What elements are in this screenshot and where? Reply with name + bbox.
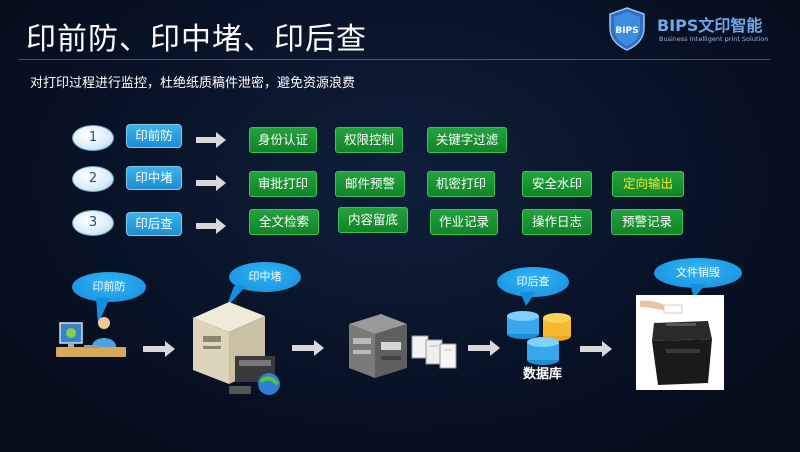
feature-operation-log: 操作日志 [522,209,592,235]
bips-logo: BIPS BIPS文印智能 Business Intelligent print… [607,6,787,52]
paper-stack-icon [411,335,457,369]
logo-name: BIPS文印智能 [657,16,763,35]
page-title: 印前防、印中堵、印后查 [26,22,367,57]
right-arrow-icon [196,132,226,148]
bubble-tail [520,292,536,306]
feature-email-alert: 邮件预警 [335,171,405,197]
bubble-tail [226,286,246,308]
shredder-panel [636,295,724,390]
database-icon [507,311,571,365]
bubble-tail [690,284,706,298]
user-workstation-icon [56,317,126,357]
category-in-print: 印中堵 [126,166,182,190]
subtitle: 对打印过程进行监控，杜绝纸质稿件泄密，避免资源浪费 [30,76,356,91]
row-number-3: 3 [72,210,114,236]
category-pre-print: 印前防 [126,124,182,148]
right-arrow-icon [196,218,226,234]
logo-shield-text: BIPS [615,26,638,36]
right-arrow-icon [196,175,226,191]
bubble-pre-print: 印前防 [72,272,146,302]
row-number-1: 1 [72,125,114,151]
logo-tagline: Business Intelligent print Solution [659,35,769,43]
feature-alert-record: 预警记录 [611,209,683,235]
feature-keyword-filter: 关键字过滤 [427,127,507,153]
bubble-tail [96,298,110,324]
flow-arrow-icon [143,341,175,357]
bubble-file-destroy: 文件销毁 [654,258,742,288]
feature-directed-output: 定向输出 [612,171,684,197]
database-label: 数据库 [523,367,563,382]
flow-arrow-icon [468,340,500,356]
feature-content-archive: 内容留底 [338,207,408,233]
shield-logo-icon: BIPS [609,7,645,51]
feature-job-record: 作业记录 [430,209,498,235]
printer-icon [349,314,407,378]
flow-arrow-icon [580,341,612,357]
row-number-2: 2 [72,166,114,192]
server-icon [193,302,280,395]
feature-approval-print: 审批打印 [249,171,317,197]
feature-permission-control: 权限控制 [335,127,403,153]
shredder-icon [640,300,712,385]
category-post-print: 印后查 [126,212,182,236]
flow-arrow-icon [292,340,324,356]
feature-confidential-print: 机密打印 [427,171,495,197]
title-divider [18,59,770,60]
feature-fulltext-search: 全文检索 [249,209,319,235]
feature-security-watermark: 安全水印 [522,171,592,197]
feature-identity-auth: 身份认证 [249,127,317,153]
